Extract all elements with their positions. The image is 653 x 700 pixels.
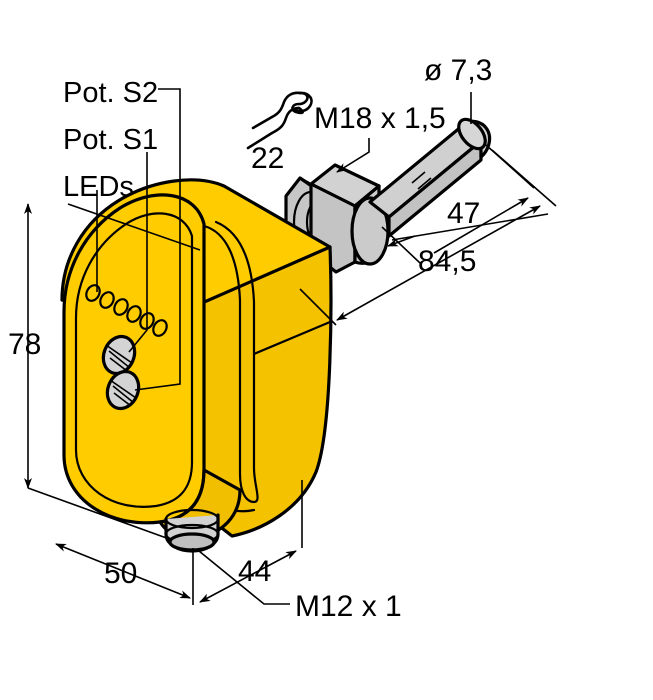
pot-s1-slot-c <box>109 357 128 372</box>
collar-nut-joint <box>298 176 313 186</box>
leader-m12 <box>198 550 290 605</box>
dimension-label-78: 78 <box>8 328 41 361</box>
callout-label-pot-s2: Pot. S2 <box>63 77 158 109</box>
wrench-jaw <box>291 91 309 115</box>
pot-s2-slot-a <box>109 379 137 399</box>
housing-right-panel-seam <box>252 320 332 356</box>
potentiometer-screw-s1[interactable] <box>98 332 140 378</box>
dim-78-ext-top <box>67 203 201 251</box>
open-end-wrench-icon <box>246 91 313 150</box>
led-indicator-6 <box>152 319 168 337</box>
dim-845-ext-right <box>491 149 557 207</box>
led-indicator-5 <box>139 312 155 330</box>
leader-pot-s1 <box>128 152 148 353</box>
leader-arrow-m18 <box>336 138 370 173</box>
pot-s1-slot-b <box>108 350 131 369</box>
sensor-housing <box>60 178 333 553</box>
diameter-label: ø 7,3 <box>424 54 492 87</box>
dimension-44: 44 <box>192 480 303 605</box>
callout-label-pot-s1: Pot. S1 <box>63 124 158 156</box>
housing-rib-right-edge <box>214 220 256 470</box>
led-indicator-2 <box>99 291 115 309</box>
wrench-size-label: 22 <box>251 142 284 175</box>
wrench-shank-upper <box>270 91 302 119</box>
dimension-label-47: 47 <box>447 197 480 230</box>
shaft-groove-line-2 <box>417 177 432 190</box>
dim-78-ext-bottom <box>27 487 173 541</box>
pot-s1-slot-a <box>105 344 133 364</box>
probe-tip-ellipse <box>457 117 487 151</box>
leader-pot-s2 <box>134 88 181 391</box>
callout-label-leds: LEDs <box>63 171 134 203</box>
thread-label-m18: M18 x 1,5 <box>314 102 446 135</box>
wrench-handle-upper <box>251 115 274 130</box>
housing-rib-left-edge <box>202 224 242 476</box>
dim-44-line <box>199 550 297 603</box>
led-indicator-3 <box>113 298 129 316</box>
potentiometer-screw-s2[interactable] <box>102 367 144 413</box>
dim-845-ext-left <box>299 288 337 326</box>
pot-s2-slot-b <box>112 385 135 404</box>
m12-connector-top-ring <box>164 508 220 530</box>
led-indicator-row <box>85 284 168 337</box>
pot-s2-screw-head <box>105 369 141 411</box>
shaft-groove-line-1 <box>411 171 426 184</box>
dimension-label-44: 44 <box>238 555 271 588</box>
dimension-84-5: 84,5 <box>299 149 557 326</box>
dim-845-main-line <box>336 205 541 321</box>
pot-s2-slot-c <box>113 392 132 407</box>
dimension-label-84-5: 84,5 <box>418 245 476 278</box>
dim-50-line <box>55 543 191 599</box>
housing-front-inner-outline <box>74 212 194 508</box>
dimension-78: 78 <box>8 203 201 541</box>
housing-rib-bottom <box>238 466 259 504</box>
thread-label-m12: M12 x 1 <box>295 590 402 623</box>
pot-s1-screw-head <box>101 334 137 376</box>
dimension-label-50: 50 <box>104 557 137 590</box>
m12-connector-stub <box>164 508 220 553</box>
m12-connector-bottom-ring <box>168 532 216 552</box>
housing-right-panel <box>184 245 333 538</box>
led-indicator-4 <box>126 305 142 323</box>
dimension-50: 50 <box>55 543 191 599</box>
callout-leader-lines <box>96 88 181 391</box>
wrench-jaw-outer <box>294 91 313 113</box>
wrench-handle-lower <box>246 131 274 150</box>
